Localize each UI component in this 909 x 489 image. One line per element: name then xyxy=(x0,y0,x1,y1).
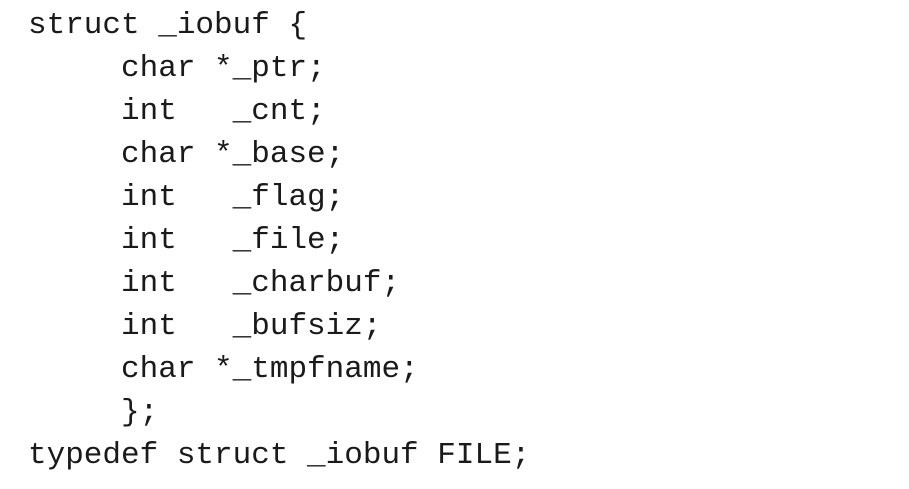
code-line-flag: int _flag; xyxy=(28,180,345,215)
code-line-cnt: int _cnt; xyxy=(28,94,326,129)
code-line-file: int _file; xyxy=(28,223,345,258)
code-listing: struct _iobuf { char *_ptr; int _cnt; ch… xyxy=(28,4,530,477)
code-line-charbuf: int _charbuf; xyxy=(28,266,401,301)
code-line-bufsiz: int _bufsiz; xyxy=(28,309,382,344)
code-line-base: char *_base; xyxy=(28,137,345,172)
code-line-tmpfname: char *_tmpfname; xyxy=(28,352,419,387)
code-line-struct-close: }; xyxy=(28,395,159,430)
code-line-struct-open: struct _iobuf { xyxy=(28,8,308,43)
code-line-typedef: typedef struct _iobuf FILE; xyxy=(28,438,531,473)
code-line-ptr: char *_ptr; xyxy=(28,51,326,86)
